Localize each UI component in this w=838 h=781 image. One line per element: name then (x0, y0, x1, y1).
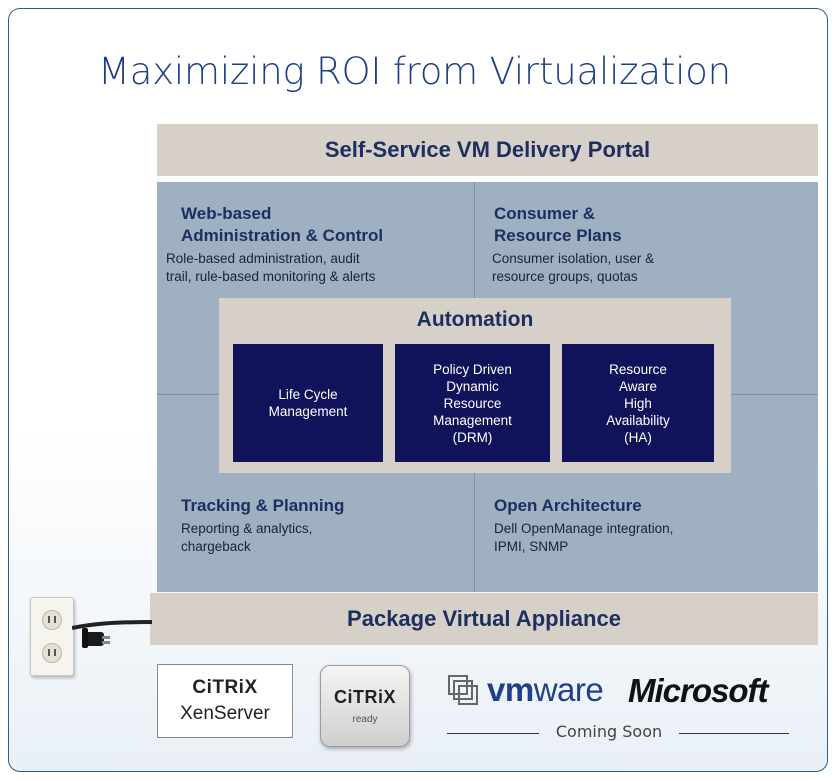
quadrant-plans-heading: Consumer & Resource Plans (494, 203, 622, 247)
quadrant-tracking-text-line2: chargeback (181, 539, 251, 554)
portal-bar: Self-Service VM Delivery Portal (157, 124, 818, 176)
citrix-ready-tag: ready (352, 714, 378, 725)
quadrant-plans-heading-line2: Resource Plans (494, 226, 622, 245)
quadrant-tracking-text-line1: Reporting & analytics, (181, 521, 313, 536)
slide-title: Maximizing ROI from Virtualization (98, 50, 731, 93)
package-bar: Package Virtual Appliance (150, 593, 818, 645)
quadrant-plans-text-line2: resource groups, quotas (492, 269, 638, 284)
electrical-outlet-icon (30, 597, 74, 676)
quadrant-admin-text-line1: Role-based administration, audit (166, 251, 360, 266)
lifecycle-management-box: Life Cycle Management (233, 344, 383, 462)
citrix-brand-text: CiTRiX (192, 677, 258, 698)
power-plug-icon (72, 620, 153, 648)
quadrant-admin-heading-line2: Administration & Control (181, 226, 384, 245)
coming-soon-label: Coming Soon (555, 722, 663, 741)
quadrant-admin-text-line2: trail, rule-based monitoring & alerts (166, 269, 376, 284)
vmware-squares-icon (448, 675, 478, 705)
citrix-ready-logo: CiTRiX ready (320, 665, 410, 747)
drm-box: Policy Driven Dynamic Resource Managemen… (395, 344, 550, 462)
quadrant-tracking-heading: Tracking & Planning (181, 496, 345, 515)
quadrant-admin-heading: Web-based Administration & Control (181, 203, 383, 247)
xenserver-text: XenServer (180, 703, 270, 724)
quadrant-admin-heading-line1: Web-based (181, 204, 272, 223)
vmware-suffix-text: ware (533, 671, 604, 708)
automation-block: Automation Life Cycle Management Policy … (219, 298, 731, 473)
coming-soon-line-left (447, 733, 539, 734)
quadrant-open-arch-text-line2: IPMI, SNMP (494, 539, 569, 554)
quadrant-admin-text: Role-based administration, audit trail, … (166, 250, 375, 286)
automation-title: Automation (416, 308, 534, 331)
quadrant-plans-text: Consumer isolation, user & resource grou… (492, 250, 654, 286)
microsoft-logo: Microsoft (628, 672, 768, 709)
vmware-logo: vmware (447, 670, 604, 710)
citrix-ready-brand-text: CiTRiX (333, 687, 396, 707)
vmware-prefix-text: vm (487, 671, 534, 708)
quadrant-open-arch-heading: Open Architecture (494, 496, 642, 515)
ha-box: Resource Aware High Availability (HA) (562, 344, 714, 462)
quadrant-plans-heading-line1: Consumer & (494, 204, 596, 223)
citrix-xenserver-logo: CiTRiX XenServer (157, 664, 293, 738)
coming-soon-line-right (679, 733, 789, 734)
quadrant-open-arch-text-line1: Dell OpenManage integration, (494, 521, 674, 536)
quadrant-tracking-text: Reporting & analytics, chargeback (181, 520, 312, 556)
quadrant-plans-text-line1: Consumer isolation, user & (492, 251, 655, 266)
quadrant-open-arch-text: Dell OpenManage integration, IPMI, SNMP (494, 520, 673, 556)
